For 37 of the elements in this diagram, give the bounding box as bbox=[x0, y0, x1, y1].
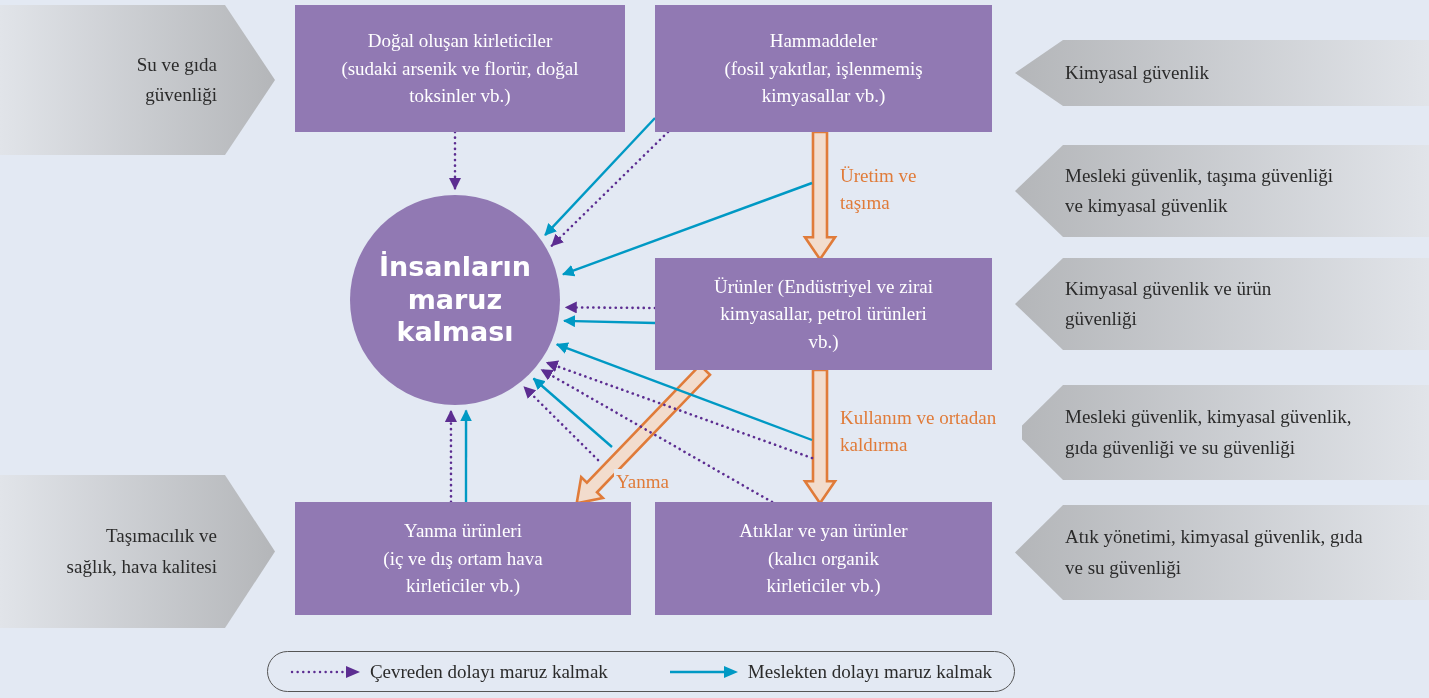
legend-text: Çevreden dolayı maruz kalmak bbox=[369, 660, 608, 683]
box-description: (sudaki arsenik ve florür, doğal toksinler vb.) bbox=[340, 56, 580, 109]
safety-label: Mesleki güvenlik, taşıma güvenliği ve kimyasal güvenlik bbox=[1065, 163, 1335, 218]
safety-label: Atık yönetimi, kimyasal güvenlik, gıda ve su güvenliği bbox=[1065, 525, 1364, 580]
circle-title: İnsanların maruz kalması bbox=[377, 251, 532, 349]
arrow bbox=[544, 117, 656, 236]
source-box bbox=[655, 5, 992, 132]
legend-text: Meslekten dolayı maruz kalmak bbox=[747, 660, 993, 683]
source-box bbox=[655, 502, 992, 615]
source-box bbox=[295, 5, 625, 132]
box-title: Doğal oluşan kirleticiler bbox=[367, 29, 553, 54]
safety-label: Kimyasal güvenlik ve ürün güvenliği bbox=[1065, 276, 1273, 331]
arrow bbox=[550, 130, 670, 247]
safety-label: Kimyasal güvenlik bbox=[1065, 60, 1210, 85]
source-box bbox=[295, 502, 631, 615]
arrow bbox=[540, 368, 774, 504]
arrow bbox=[449, 130, 461, 191]
arrow bbox=[522, 385, 600, 462]
box-description: (kalıcı organik kirleticiler vb.) bbox=[765, 546, 882, 599]
box-title: Yanma ürünleri bbox=[404, 519, 522, 544]
safety-label: Su ve gıda güvenliği bbox=[135, 52, 217, 107]
box-title: Atıklar ve yan ürünler bbox=[739, 519, 908, 544]
arrow bbox=[564, 301, 657, 314]
arrow bbox=[545, 360, 814, 460]
arrow bbox=[555, 342, 813, 442]
box-title: Ürünler (Endüstriyel ve zirai kimyasallar, petrol ürünleri vb.) bbox=[713, 274, 934, 354]
arrow bbox=[460, 409, 473, 502]
box-description: (iç ve dış ortam hava kirleticiler vb.) bbox=[382, 546, 544, 599]
safety-label: Taşımacılık ve sağlık, hava kalitesi bbox=[65, 524, 217, 579]
arrow bbox=[563, 315, 656, 328]
source-box bbox=[655, 258, 992, 370]
arrow bbox=[444, 409, 457, 504]
box-title: Hammaddeler bbox=[769, 29, 878, 54]
safety-label: Mesleki güvenlik, kimyasal güvenlik, gıda güvenliği ve su güvenliği bbox=[1065, 405, 1353, 460]
box-description: (fosil yakıtlar, işlenmemiş kimyasallar vb.) bbox=[723, 56, 924, 109]
arrow bbox=[532, 377, 613, 448]
arrow bbox=[562, 181, 813, 277]
